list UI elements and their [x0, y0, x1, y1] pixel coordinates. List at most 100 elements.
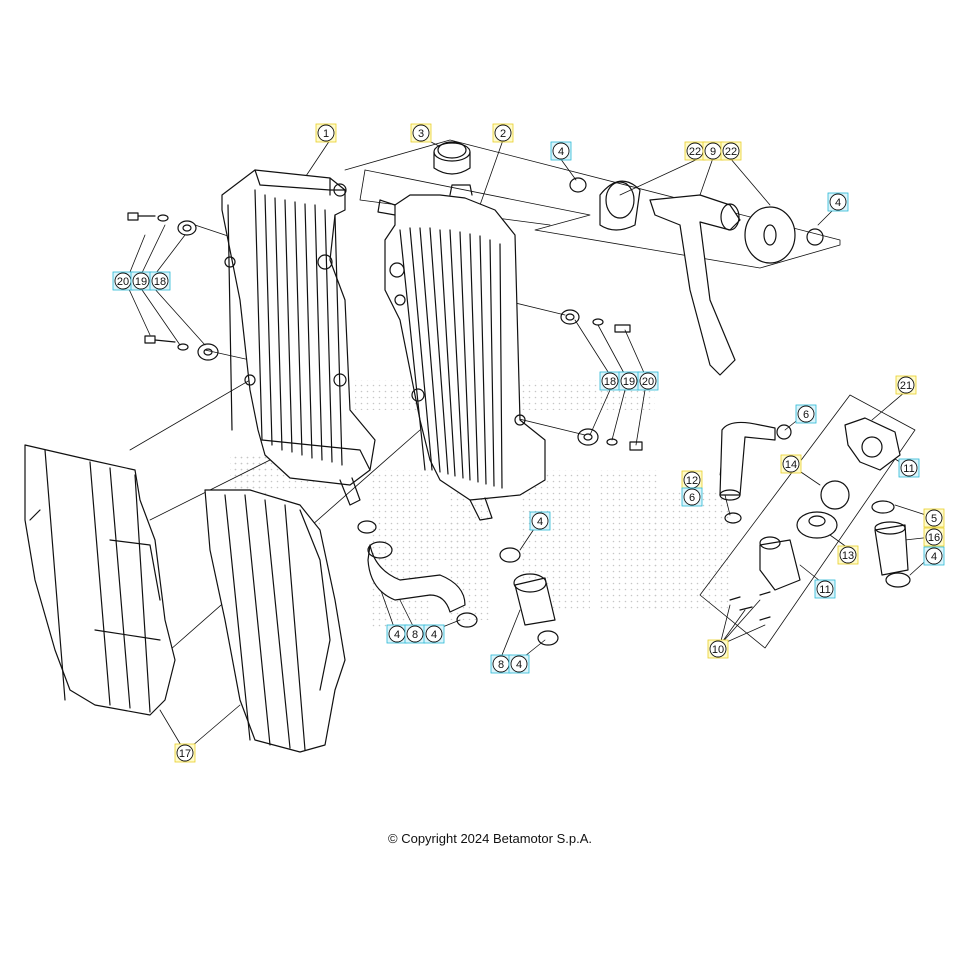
- callout-circle: [510, 655, 528, 673]
- callout-number: 3: [418, 128, 424, 140]
- lower-hoses: [357, 520, 559, 646]
- callout-4: 4: [550, 141, 572, 161]
- callout-4: 4: [386, 624, 408, 644]
- callout-4: 4: [508, 654, 530, 674]
- callout-number: 2: [500, 128, 506, 140]
- callout-number: 16: [928, 532, 940, 544]
- callout-14: 14: [780, 454, 802, 474]
- callout-circle: [897, 376, 915, 394]
- callout-number: 5: [931, 513, 937, 525]
- callout-8: 8: [404, 624, 426, 644]
- copyright-text: © Copyright 2024 Betamotor S.p.A.: [388, 831, 592, 846]
- callout-circle: [531, 512, 549, 530]
- callout-circle: [722, 142, 740, 160]
- callout-number: 19: [623, 376, 635, 388]
- callout-circle: [839, 546, 857, 564]
- callout-number: 21: [900, 380, 912, 392]
- callout-number: 20: [117, 276, 129, 288]
- callout-number: 4: [558, 146, 564, 158]
- left-radiator: [221, 169, 376, 506]
- callout-number: 4: [394, 629, 400, 641]
- callout-number: 9: [710, 146, 716, 158]
- callout-3: 3: [410, 123, 432, 143]
- callout-number: 6: [689, 492, 695, 504]
- callout-number: 6: [803, 409, 809, 421]
- callout-4: 4: [529, 511, 551, 531]
- left-shroud: [24, 444, 176, 716]
- callout-13: 13: [837, 545, 859, 565]
- callout-circle: [925, 547, 943, 565]
- callout-18: 18: [599, 371, 621, 391]
- callout-8: 8: [490, 654, 512, 674]
- callout-12: 12: [681, 470, 703, 490]
- callout-11: 11: [814, 579, 836, 599]
- radiator-cap: [433, 141, 471, 175]
- callout-number: 22: [689, 146, 701, 158]
- callout-number: 18: [154, 276, 166, 288]
- callout-circle: [925, 509, 943, 527]
- callout-number: 4: [516, 659, 522, 671]
- callout-number: 22: [725, 146, 737, 158]
- callout-4: 4: [423, 624, 445, 644]
- callout-circle: [709, 640, 727, 658]
- callout-number: 10: [712, 644, 724, 656]
- callout-circle: [601, 372, 619, 390]
- callout-1: 1: [315, 123, 337, 143]
- callout-number: 14: [785, 459, 797, 471]
- callout-number: 1: [323, 128, 329, 140]
- callout-number: 4: [835, 197, 841, 209]
- callout-circle: [151, 272, 169, 290]
- callout-22: 22: [720, 141, 742, 161]
- callout-21: 21: [895, 375, 917, 395]
- center-shroud: [204, 489, 346, 753]
- callout-19: 19: [618, 371, 640, 391]
- callout-circle: [406, 625, 424, 643]
- callout-circle: [639, 372, 657, 390]
- callout-number: 4: [931, 551, 937, 563]
- callout-number: 12: [686, 475, 698, 487]
- callout-5: 5: [923, 508, 945, 528]
- callout-circle: [620, 372, 638, 390]
- callout-circle: [900, 459, 918, 477]
- callout-circle: [782, 455, 800, 473]
- callout-number: 20: [642, 376, 654, 388]
- callout-4: 4: [923, 546, 945, 566]
- callout-number: 11: [903, 463, 914, 475]
- thermostat-group: [729, 417, 911, 621]
- callout-2: 2: [492, 123, 514, 143]
- callout-circle: [317, 124, 335, 142]
- callout-circle: [412, 124, 430, 142]
- callout-18: 18: [149, 271, 171, 291]
- callout-circle: [425, 625, 443, 643]
- callout-22: 22: [684, 141, 706, 161]
- overflow-t-pipe: [569, 177, 824, 376]
- callout-circle: [816, 580, 834, 598]
- callout-circle: [176, 744, 194, 762]
- right-radiator: [377, 184, 546, 521]
- callout-17: 17: [174, 743, 196, 763]
- callout-number: 19: [135, 276, 147, 288]
- callout-number: 18: [604, 376, 616, 388]
- callout-19: 19: [130, 271, 152, 291]
- callout-4: 4: [827, 192, 849, 212]
- callout-circle: [829, 193, 847, 211]
- callout-6: 6: [795, 404, 817, 424]
- callout-circle: [132, 272, 150, 290]
- right-fasteners: [560, 309, 643, 451]
- callout-number: 4: [537, 516, 543, 528]
- callout-6: 6: [681, 487, 703, 507]
- left-fasteners: [127, 212, 219, 361]
- callout-number: 11: [819, 584, 830, 596]
- callout-circle: [552, 142, 570, 160]
- callout-number: 8: [412, 629, 418, 641]
- callout-9: 9: [702, 141, 724, 161]
- callout-circle: [494, 124, 512, 142]
- callout-number: 4: [431, 629, 437, 641]
- callout-11: 11: [898, 458, 920, 478]
- callout-circle: [925, 528, 943, 546]
- callout-circle: [683, 488, 701, 506]
- callout-16: 16: [923, 527, 945, 547]
- callout-20: 20: [637, 371, 659, 391]
